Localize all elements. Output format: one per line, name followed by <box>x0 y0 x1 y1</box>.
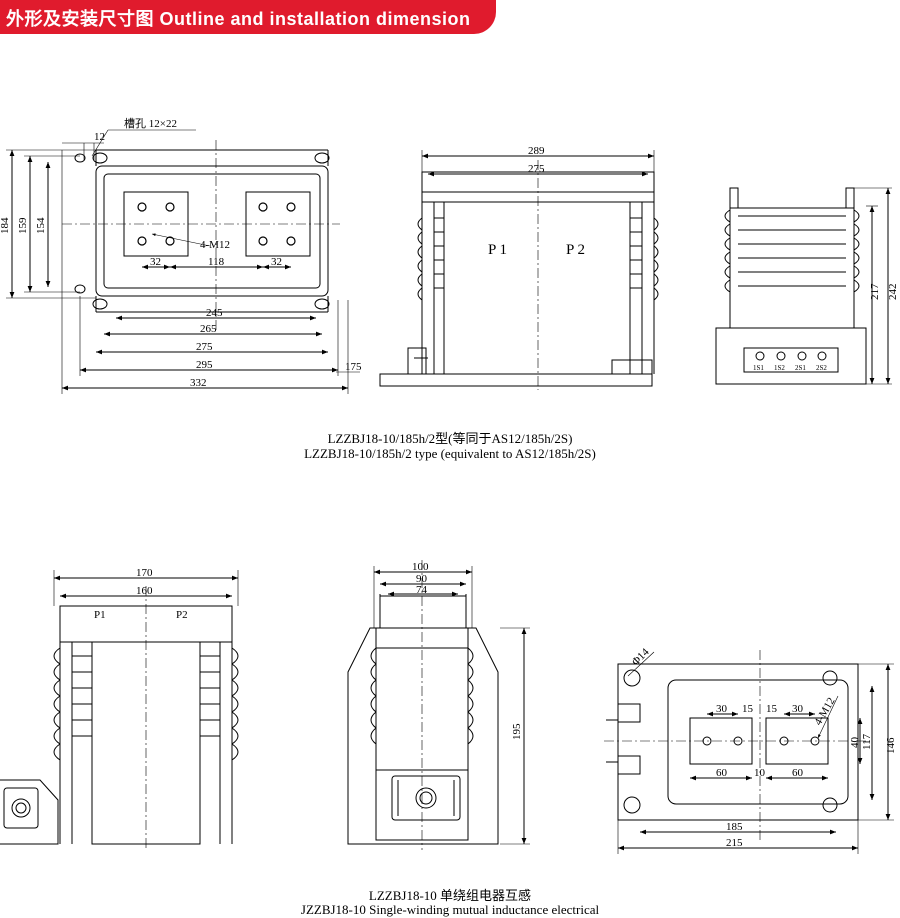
bottom-caption-en: JZZBJ18-10 Single-winding mutual inducta… <box>300 902 600 917</box>
slot-note: 槽孔 12×22 <box>124 117 177 130</box>
label-p2: P 2 <box>566 242 585 258</box>
bottom-caption-cn: LZZBJ18-10 单绕组电器互感 <box>368 888 532 903</box>
terminal-2s1: 2S1 <box>795 364 806 372</box>
dim-117: 117 <box>861 733 873 750</box>
dim-60-right: 60 <box>792 767 804 779</box>
dim-32-left: 32 <box>150 256 161 268</box>
dim-215: 215 <box>726 837 743 849</box>
bolt-note: 4-M12 <box>200 239 230 251</box>
dim-32-right: 32 <box>271 256 282 268</box>
label-p2-bottom: P2 <box>176 609 188 621</box>
bottom-middle-view <box>347 560 530 850</box>
dim-146: 146 <box>885 737 897 754</box>
dim-60-left: 60 <box>716 767 728 779</box>
dim-275-front: 275 <box>528 163 545 175</box>
top-side-view <box>715 187 892 385</box>
dim-74: 74 <box>416 584 428 596</box>
dim-30-left: 30 <box>716 703 728 715</box>
dim-195: 195 <box>511 723 523 740</box>
top-side-dims: 217 242 1S1 1S2 2S1 2S2 <box>753 283 899 372</box>
dim-275: 275 <box>196 341 213 353</box>
dim-12: 12 <box>94 131 105 143</box>
dim-10: 10 <box>754 767 766 779</box>
label-p1: P 1 <box>488 242 507 258</box>
header-banner: 外形及安装尺寸图 Outline and installation dimens… <box>0 0 496 34</box>
top-caption-cn: LZZBJ18-10/185h/2型(等同于AS12/185h/2S) <box>327 431 573 446</box>
label-p1-bottom: P1 <box>94 609 106 621</box>
dim-154: 154 <box>35 217 47 234</box>
dim-265: 265 <box>200 323 217 335</box>
dim-332: 332 <box>190 377 207 389</box>
dim-175: 175 <box>345 361 362 373</box>
bottom-right-view <box>604 650 894 854</box>
dim-15-right: 15 <box>766 703 778 715</box>
dim-217: 217 <box>869 283 881 300</box>
header-title: 外形及安装尺寸图 Outline and installation dimens… <box>6 9 471 29</box>
bottom-middle-dims: 100 90 74 195 <box>412 561 523 740</box>
top-plan-view <box>6 129 360 394</box>
dim-159: 159 <box>17 217 29 234</box>
dim-160: 160 <box>136 585 153 597</box>
terminal-2s2: 2S2 <box>816 364 827 372</box>
bottom-right-dims: Φ14 30 15 15 30 4-M12 40 117 146 60 10 6… <box>630 646 897 849</box>
dim-245: 245 <box>206 307 223 319</box>
top-front-dims: 289 275 P 1 P 2 <box>488 145 585 258</box>
dim-242: 242 <box>887 284 899 301</box>
dim-184: 184 <box>0 217 11 234</box>
dim-40: 40 <box>849 737 861 749</box>
top-caption-en: LZZBJ18-10/185h/2 type (equivalent to AS… <box>304 446 596 461</box>
top-plan-dims: 槽孔 12×22 12 184 159 154 32 118 32 4-M12 … <box>0 117 362 389</box>
dim-100: 100 <box>412 561 429 573</box>
dim-30-right: 30 <box>792 703 804 715</box>
dim-295: 295 <box>196 359 213 371</box>
dim-15-left: 15 <box>742 703 754 715</box>
dim-170: 170 <box>136 567 153 579</box>
terminal-1s2: 1S2 <box>774 364 785 372</box>
dim-118: 118 <box>208 256 225 268</box>
bolt-note-bottom: 4-M12 <box>812 696 837 728</box>
dim-90: 90 <box>416 573 428 585</box>
bottom-left-dims: 170 160 P1 P2 <box>94 567 188 621</box>
dim-185: 185 <box>726 821 743 833</box>
terminal-1s1: 1S1 <box>753 364 764 372</box>
bottom-left-view <box>0 570 239 850</box>
top-front-view <box>379 150 659 390</box>
dim-289: 289 <box>528 145 545 157</box>
dim-dia14: Φ14 <box>630 646 652 668</box>
